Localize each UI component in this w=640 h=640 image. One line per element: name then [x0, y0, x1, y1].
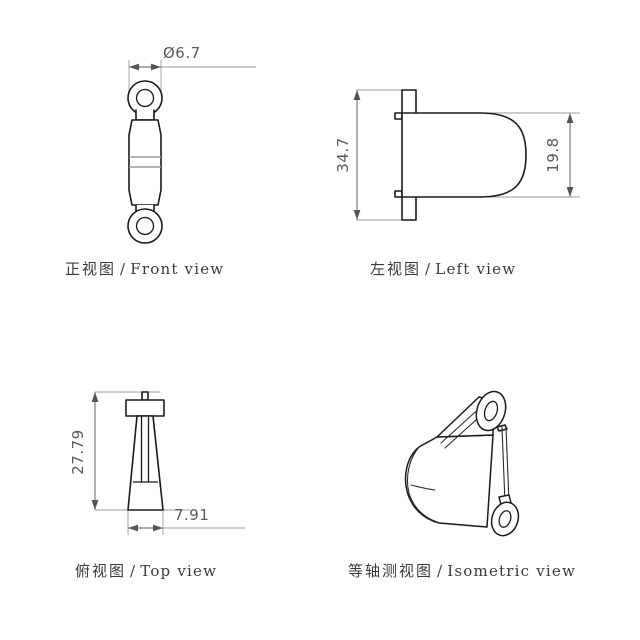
arrowhead-top	[91, 392, 99, 402]
left-view-graphic: 34.7 19.8	[334, 89, 580, 221]
arrowhead-top	[353, 90, 361, 100]
front-lower-lug	[127, 208, 163, 244]
view-isometric	[375, 375, 565, 545]
top-flange	[125, 399, 165, 417]
arrowhead-bottom	[91, 500, 99, 510]
top-body-taper	[127, 415, 164, 511]
dimension-left-height: 34.7	[334, 89, 402, 221]
arrowhead-top	[566, 113, 574, 123]
caption-isometric-view-cn: 等轴测视图	[348, 562, 434, 580]
dimension-label-left-height: 34.7	[334, 137, 352, 172]
left-lower-notch	[394, 190, 403, 198]
caption-isometric-view-separator: /	[437, 562, 444, 580]
arrowhead-left	[128, 524, 138, 532]
iso-lower-lug	[490, 494, 520, 537]
caption-left-view-separator: /	[425, 260, 432, 278]
caption-isometric-view: 等轴测视图/Isometric view	[348, 560, 576, 581]
caption-front-view: 正视图/Front view	[65, 258, 224, 279]
dimension-label-front-diameter: Ø6.7	[163, 44, 201, 62]
caption-front-view-cn: 正视图	[65, 260, 117, 278]
dimension-front-diameter: Ø6.7	[128, 44, 256, 102]
front-upper-neck	[135, 109, 155, 121]
caption-top-view-cn: 俯视图	[75, 562, 127, 580]
iso-body-front-edge	[406, 446, 438, 523]
caption-front-view-separator: /	[120, 260, 127, 278]
caption-top-view-separator: /	[130, 562, 137, 580]
view-front: Ø6.7	[60, 40, 320, 250]
dimension-top-width: 7.91	[127, 506, 245, 535]
arrowhead-left	[129, 63, 139, 71]
dimension-label-top-height: 27.79	[69, 429, 87, 474]
caption-left-view: 左视图/Left view	[370, 258, 516, 279]
front-body	[128, 119, 162, 206]
caption-left-view-cn: 左视图	[370, 260, 422, 278]
view-top: 27.79 7.91	[55, 370, 275, 540]
left-upper-notch	[394, 112, 403, 120]
left-body	[401, 112, 527, 198]
caption-top-view-en: Top view	[140, 562, 218, 580]
caption-isometric-view-en: Isometric view	[447, 562, 576, 580]
dimension-top-height: 27.79	[69, 391, 190, 511]
arrowhead-right	[153, 524, 163, 532]
iso-rib-back	[505, 426, 510, 504]
caption-top-view: 俯视图/Top view	[75, 560, 217, 581]
caption-front-view-en: Front view	[130, 260, 225, 278]
dimension-label-top-width: 7.91	[174, 506, 209, 524]
dimension-left-width: 19.8	[480, 112, 580, 198]
caption-left-view-en: Left view	[435, 260, 517, 278]
front-upper-lug	[127, 80, 163, 116]
iso-rib-front	[501, 426, 506, 504]
iso-upper-lug	[475, 390, 508, 432]
top-pin	[141, 391, 149, 401]
arrowhead-bottom	[353, 210, 361, 220]
arrowhead-bottom	[566, 187, 574, 197]
top-view-graphic: 27.79 7.91	[69, 391, 245, 535]
front-view-graphic: Ø6.7	[127, 44, 256, 244]
view-left: 34.7 19.8	[330, 70, 600, 250]
iso-body-seam	[410, 484, 436, 491]
isometric-view-graphic	[404, 390, 520, 537]
dimension-label-left-width: 19.8	[544, 137, 562, 172]
iso-body	[404, 434, 494, 528]
arrowhead-right	[151, 63, 161, 71]
